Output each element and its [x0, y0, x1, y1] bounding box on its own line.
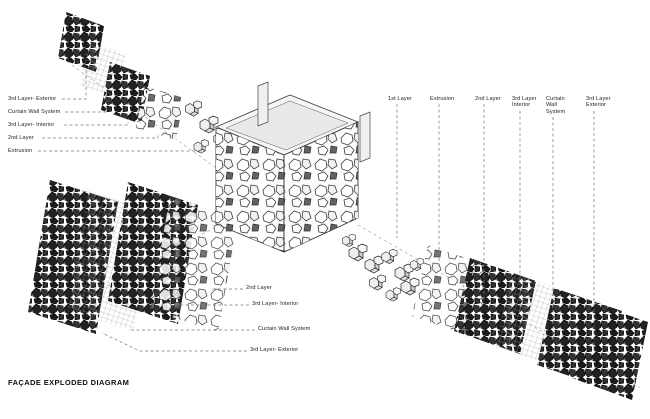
label-curtain-wall-right: Curtain Wall System	[546, 96, 566, 115]
label-1st-layer: 1st Layer	[388, 96, 412, 102]
diagram-title: FAÇADE EXPLODED DIAGRAM	[8, 378, 130, 387]
panel-group-right	[412, 245, 648, 400]
label-curtain-wall-bottom: Curtain Wall System	[258, 326, 311, 332]
building	[214, 81, 371, 253]
label-3rd-layer-exterior-left: 3rd Layer- Exterior	[8, 95, 57, 102]
extrusion-clusters-right	[341, 233, 425, 302]
label-2nd-layer-right: 2nd Layer	[475, 96, 501, 102]
label-3rd-layer-interior-right: 3rd Layer Interior	[512, 96, 537, 109]
label-3rd-layer-interior-left: 3rd Layer- Interior	[8, 121, 55, 128]
building-wall-left	[215, 126, 285, 253]
panel-3rd-interior-up	[101, 62, 150, 124]
label-3rd-layer-exterior-bottom: 3rd Layer- Exterior	[250, 347, 299, 353]
building-fin-back	[257, 81, 269, 127]
panel-2nd-layer-left	[150, 196, 238, 332]
label-2nd-layer-bottom: 2nd Layer	[246, 285, 272, 291]
leader-lines-left	[38, 68, 200, 152]
panel-2nd-layer-up	[136, 86, 184, 140]
leader-lines-bottom	[101, 288, 255, 352]
label-extrusion-left: Extrusion	[8, 147, 33, 154]
leader-lines-top-right	[396, 104, 595, 352]
building-fin-right	[359, 111, 371, 163]
panel-group-lower-left	[28, 180, 238, 334]
label-3rd-layer-exterior-right: 3rd Layer Exterior	[586, 96, 611, 109]
label-2nd-layer-left: 2nd Layer	[8, 134, 34, 141]
panel-group-upper-left	[58, 12, 184, 140]
label-extrusion-right: Extrusion	[430, 96, 455, 102]
building-wall-right	[283, 121, 359, 253]
panel-3rd-exterior-right-2	[572, 303, 648, 400]
label-curtain-wall-left: Curtain Wall System	[8, 108, 61, 115]
building-roof	[225, 100, 349, 151]
label-3rd-layer-interior-bottom: 3rd Layer- Interior	[252, 301, 299, 307]
